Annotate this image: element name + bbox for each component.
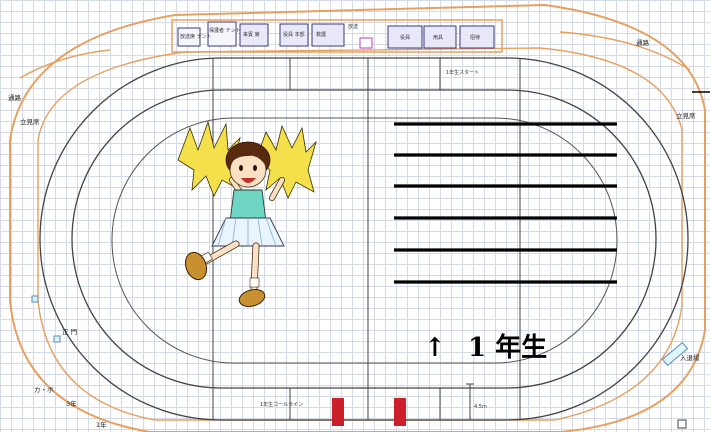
corner-box [677, 419, 687, 429]
up-arrow-icon: ↑ [424, 333, 446, 363]
distance-label: 4.5m [474, 404, 487, 410]
tent-box-7 [423, 25, 457, 49]
grade-label: 1 年生 [468, 332, 547, 363]
tent-box-8 [459, 25, 495, 49]
red-hurdle-left [332, 398, 344, 426]
post-left-1 [31, 295, 39, 303]
tent-label-4: 役員 本部 [283, 31, 305, 38]
tent-box-1 [177, 27, 201, 47]
tent-label-3: 来賓 席 [243, 31, 260, 38]
tent-strip [171, 19, 503, 53]
grade-rows [394, 122, 617, 284]
label-left-mid: 立見席 [20, 117, 40, 126]
lane-lines [212, 58, 521, 420]
label-right-low: 入退場 [680, 353, 700, 362]
tent-box-6 [387, 25, 423, 49]
post-right [661, 341, 689, 367]
center-marker [359, 37, 373, 49]
label-left-top: 通路 [8, 93, 22, 102]
tent-label-7: 用具 [433, 35, 443, 41]
tent-box-2 [207, 21, 237, 47]
tent-boxes: 放送席 テント 保護者 テント 来賓 席 役員 本部 救護 役員 用具 招待 放… [177, 21, 495, 49]
tent-label-2: 保護者 テント [209, 27, 241, 34]
post-left-2 [53, 335, 61, 343]
left-stand-curve [19, 49, 111, 79]
label-left-gate: 正 門 [62, 328, 77, 336]
top-lane-label: 1年生スタート [446, 69, 479, 76]
tent-box-3 [239, 23, 269, 47]
label-top-right: 通路 [636, 38, 650, 47]
tent-label-6: 役員 [400, 34, 410, 41]
tent-box-5 [311, 23, 345, 47]
track-inner [71, 89, 657, 389]
inner-stand-outline [37, 47, 683, 421]
infield [111, 117, 618, 364]
cheerleader-girl-illustration [177, 120, 317, 307]
label-left-low2: 3年 [66, 399, 77, 408]
label-left-low3: 1年 [96, 420, 107, 429]
bottom-lane-label: 1年生ゴールライン [260, 401, 303, 408]
red-hurdle-right [394, 398, 406, 426]
tent-label-5: 救護 [316, 31, 326, 38]
outer-stand-outline [9, 3, 706, 432]
tent-label-9: 放送 [348, 23, 358, 30]
tent-label-8: 招待 [470, 34, 480, 41]
right-stand-curve [559, 31, 691, 71]
label-right-mid: 立見席 [676, 111, 696, 120]
track-outer [39, 57, 689, 421]
tent-box-4 [279, 23, 309, 47]
label-left-low1: カ・ボ [34, 386, 54, 394]
tent-label-1: 放送席 テント [180, 33, 212, 40]
